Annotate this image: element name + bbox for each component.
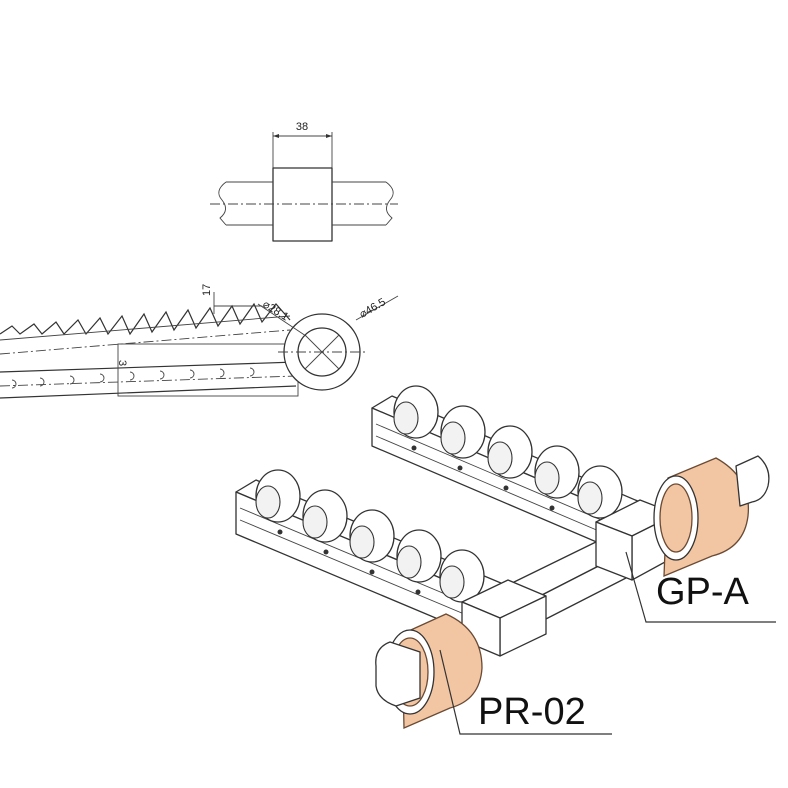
shaft-lines	[226, 181, 386, 226]
roller-bearing	[659, 483, 693, 553]
front-rail-wheels	[255, 469, 485, 603]
leader-inner-dia	[257, 303, 307, 337]
top-view: 38	[210, 121, 398, 242]
back-rail-wheels	[393, 385, 623, 519]
back-orange-roller	[653, 455, 770, 577]
callout-gp-a: GP-A	[656, 571, 750, 613]
chain-lower-centerline	[0, 375, 297, 387]
side-view: 17 3 ⌀28.1 ⌀46.5	[0, 284, 399, 399]
chain-centerline	[0, 329, 291, 355]
chain-mid-line	[0, 361, 297, 373]
arrow-right	[326, 134, 332, 138]
dim-offset-label: 3	[116, 360, 128, 366]
front-orange-roller	[375, 613, 483, 729]
dim-height-label: 17	[201, 284, 213, 296]
chain-block-outline	[117, 343, 299, 397]
chain-top-line	[0, 315, 291, 341]
roller-top-view	[272, 167, 333, 242]
arrow-left	[273, 134, 279, 138]
leader-outer-dia	[355, 295, 399, 321]
assembly-view	[235, 385, 776, 735]
dim-width-label: 38	[296, 121, 308, 133]
callout-pr-02: PR-02	[478, 691, 586, 733]
outer-dia-label: ⌀46.5	[358, 296, 388, 320]
front-rail-holes	[277, 529, 421, 595]
chain-teeth	[0, 302, 291, 336]
back-rail-grooves	[375, 423, 621, 541]
shaft-break-right	[385, 181, 394, 226]
roller-shaft-end	[735, 455, 770, 507]
chain-link-marks	[11, 367, 255, 389]
shaft-break-left	[218, 181, 227, 226]
back-rail-holes	[411, 445, 555, 511]
chain-bottom-line	[0, 385, 297, 399]
roller-shaft-end	[375, 641, 421, 707]
guide-block-front	[595, 521, 633, 581]
inner-dia-label: ⌀28.1	[260, 298, 290, 323]
leader-pr-02	[439, 649, 612, 735]
leader-gp-a	[625, 551, 776, 623]
